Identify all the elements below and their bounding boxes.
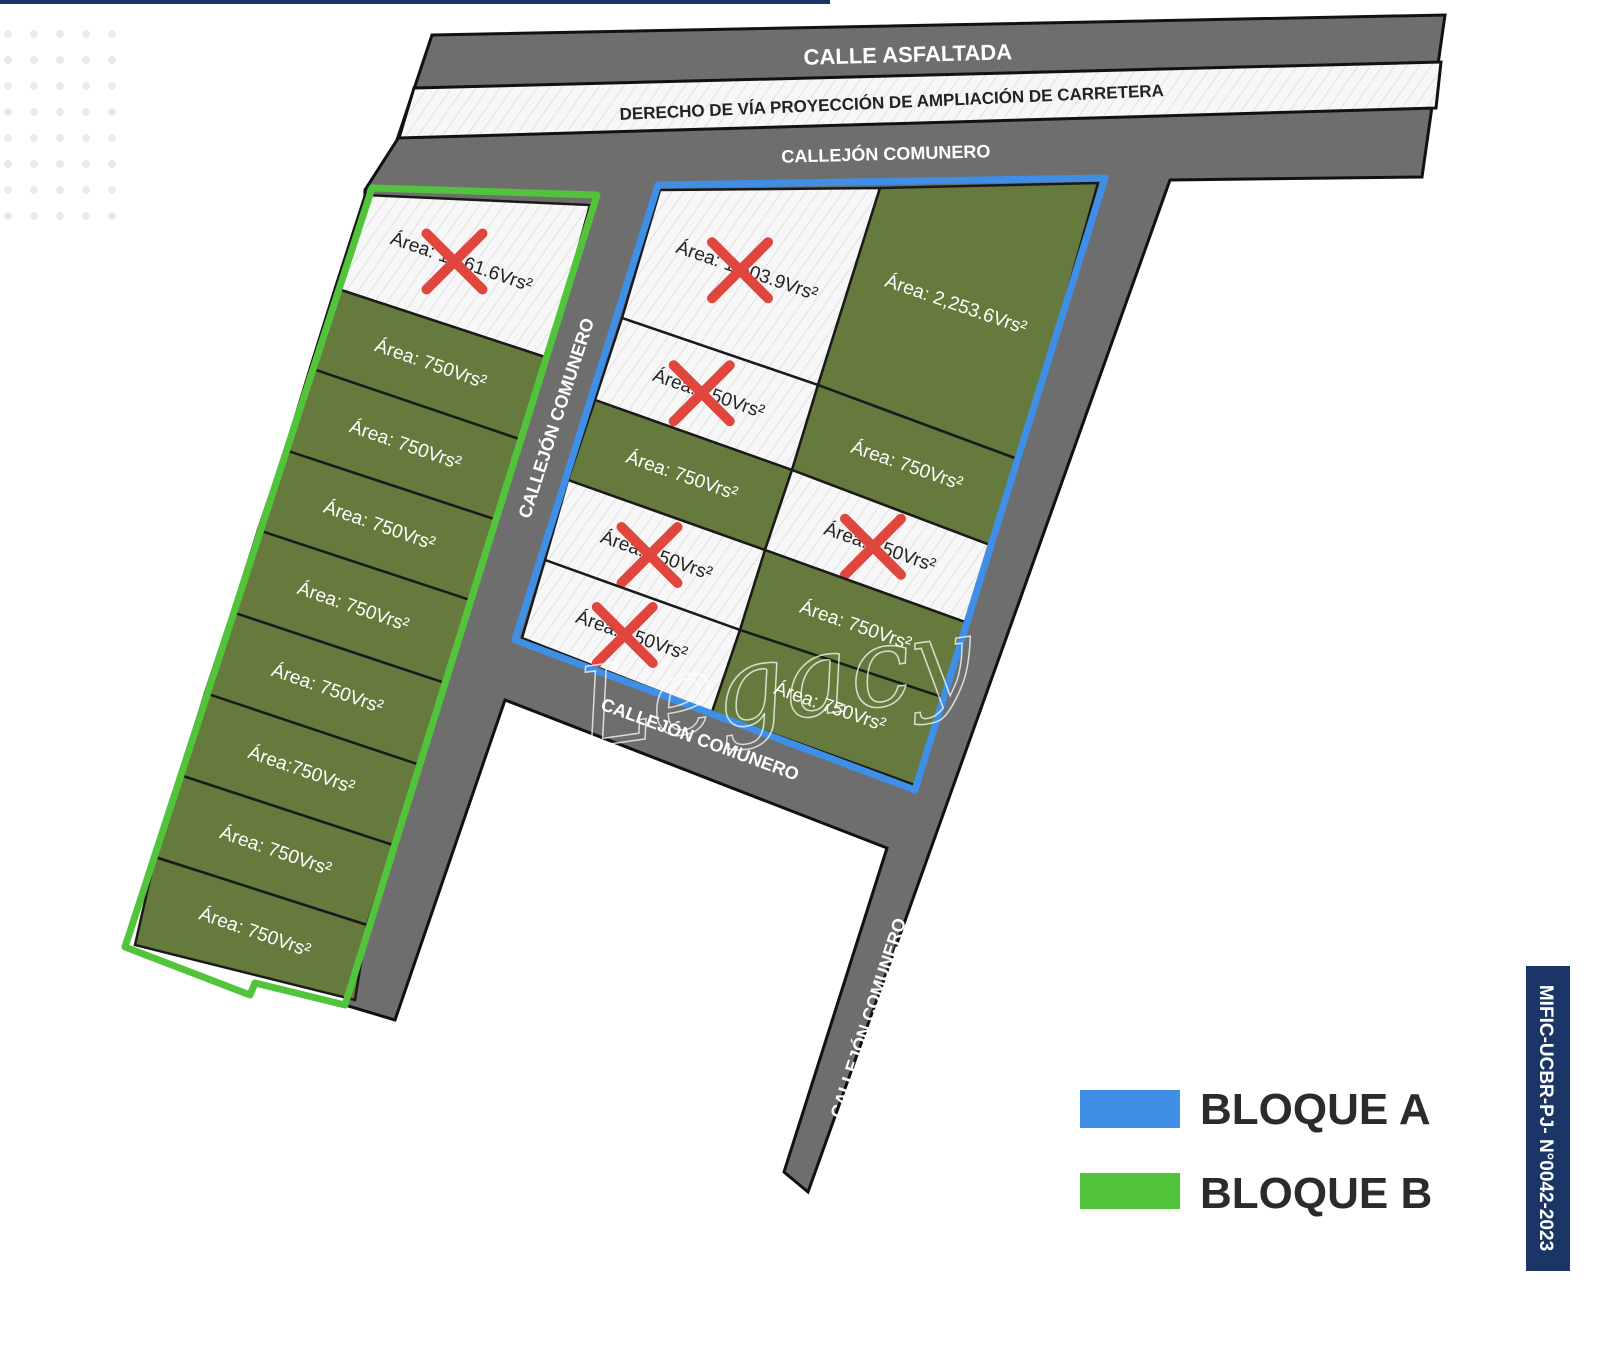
legend-label-bloque-a: BLOQUE A	[1200, 1085, 1431, 1134]
legend-swatch-bloque-a	[1080, 1090, 1180, 1128]
street-calle-asfaltada: CALLE ASFALTADA	[803, 39, 1012, 69]
sold-cross-icon	[668, 360, 735, 427]
sold-cross-icon	[707, 237, 773, 304]
document-id: MIFIC-UCBR-PJ- N°0042-2023	[1535, 985, 1556, 1251]
bloque-b-outline	[121, 184, 601, 1009]
bloque-b-lot-available[interactable]	[133, 855, 369, 1002]
header-bar	[0, 0, 830, 4]
sold-cross-icon	[591, 602, 658, 668]
sold-cross-icon	[421, 228, 488, 295]
bloque-a-outline	[511, 174, 1109, 794]
document-id-banner	[1526, 966, 1570, 1271]
sold-cross-icon	[616, 522, 683, 588]
legend-label-bloque-b: BLOQUE B	[1200, 1169, 1432, 1218]
sold-cross-icon	[840, 513, 906, 580]
legend-swatch-bloque-b	[1080, 1173, 1180, 1209]
right-of-way-band	[396, 60, 1443, 140]
dot-pattern	[0, 20, 120, 220]
